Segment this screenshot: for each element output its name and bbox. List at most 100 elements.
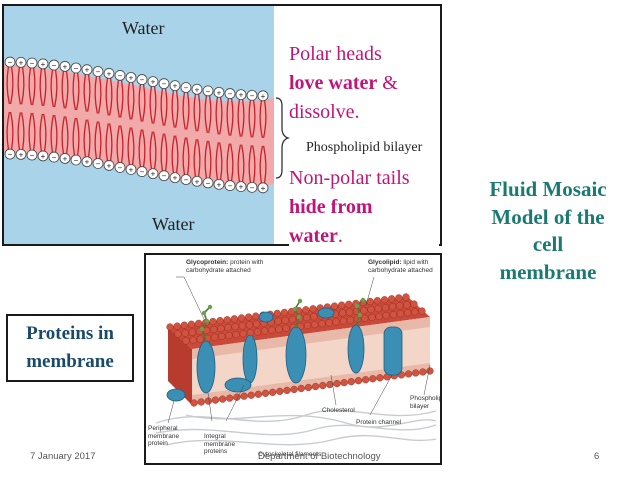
bilayer-brace bbox=[275, 97, 291, 179]
svg-text:−: − bbox=[140, 76, 145, 85]
svg-text:−: − bbox=[228, 182, 233, 191]
svg-text:+: + bbox=[151, 170, 156, 179]
svg-text:−: − bbox=[206, 87, 211, 96]
water-bold-text: water bbox=[289, 225, 338, 247]
title-line4: membrane bbox=[499, 259, 597, 284]
svg-text:+: + bbox=[151, 78, 156, 87]
svg-text:+: + bbox=[85, 158, 90, 167]
glycoprotein-label: Glycoprotein: protein with carbohydrate … bbox=[186, 259, 296, 274]
glycolipid-description: lipid with carbohydrate attached bbox=[368, 259, 433, 274]
svg-text:+: + bbox=[41, 60, 46, 69]
svg-text:−: − bbox=[184, 176, 189, 185]
footer-department: Department of Biotechnology bbox=[258, 451, 381, 462]
fluid-mosaic-illustration bbox=[155, 276, 437, 446]
title-line1: Fluid Mosaic bbox=[489, 177, 607, 201]
svg-text:−: − bbox=[30, 151, 35, 160]
svg-text:+: + bbox=[195, 85, 200, 94]
phospholipid-bilayer-label: Phospholipid bilayer bbox=[304, 140, 425, 156]
polar-heads-caption: Polar heads love water & dissolve. bbox=[289, 40, 439, 127]
ampersand: & bbox=[377, 72, 398, 94]
bilayer-figure: −−++−−++−−++−−++−−++−−++−−++−−++−−++−−++… bbox=[2, 4, 442, 251]
phospholipid-bilayer-illustration: −−++−−++−−++−−++−−++−−++−−++−−++−−++−−++… bbox=[4, 6, 291, 244]
protein-channel-label: Protein channel bbox=[356, 419, 402, 426]
svg-text:−: − bbox=[118, 163, 123, 172]
svg-text:−: − bbox=[30, 59, 35, 68]
period: . bbox=[337, 225, 343, 247]
svg-text:+: + bbox=[129, 73, 134, 82]
svg-text:−: − bbox=[206, 179, 211, 188]
lipid-heads-top bbox=[166, 293, 426, 345]
svg-text:−: − bbox=[8, 150, 13, 159]
svg-text:+: + bbox=[195, 177, 200, 186]
svg-text:+: + bbox=[217, 180, 222, 189]
water-bottom-label: Water bbox=[152, 214, 195, 234]
nonpolar-tails-caption: Non-polar tails hide from water. bbox=[289, 164, 439, 251]
glycolipid-term: Glycolipid: bbox=[368, 259, 402, 266]
glycoprotein-term: Glycoprotein: bbox=[186, 259, 229, 266]
integral-protein-4 bbox=[347, 324, 365, 374]
surface-protein-2 bbox=[258, 311, 274, 323]
svg-text:−: − bbox=[184, 84, 189, 93]
integral-protein-2 bbox=[242, 334, 258, 384]
svg-text:+: + bbox=[107, 161, 112, 170]
slide-title: Fluid Mosaic Model of the cell membrane bbox=[463, 176, 633, 286]
glycolipid-label: Glycolipid: lipid with carbohydrate atta… bbox=[368, 259, 436, 274]
carbohydrate-chain-3 bbox=[355, 299, 364, 326]
svg-text:−: − bbox=[162, 80, 167, 89]
cytoskeleton-label: Cytoskeletal filaments bbox=[258, 451, 322, 458]
svg-text:−: − bbox=[52, 61, 57, 70]
cholesterol-label: Cholesterol bbox=[322, 407, 355, 414]
svg-text:+: + bbox=[261, 184, 266, 193]
carbohydrate-chain-2 bbox=[294, 300, 301, 328]
nonpolar-tails bbox=[6, 66, 267, 183]
svg-text:−: − bbox=[250, 91, 255, 100]
glycoprotein-description: protein with carbohydrate attached bbox=[186, 259, 264, 274]
svg-text:+: + bbox=[129, 165, 134, 174]
peripheral-protein-1 bbox=[224, 377, 252, 393]
svg-text:−: − bbox=[52, 153, 57, 162]
svg-text:+: + bbox=[19, 150, 24, 159]
love-water-text: love water bbox=[289, 72, 378, 94]
proteins-label: Proteins in membrane bbox=[8, 320, 132, 376]
integral-protein-3 bbox=[285, 326, 307, 384]
svg-text:+: + bbox=[85, 66, 90, 75]
svg-text:−: − bbox=[228, 90, 233, 99]
polar-line2: love water & bbox=[289, 69, 439, 98]
svg-text:+: + bbox=[217, 88, 222, 97]
svg-text:+: + bbox=[239, 183, 244, 192]
svg-text:+: + bbox=[261, 92, 266, 101]
polar-heads: −−++−−++−−++−−++−−++−−++−−++−−++−−++−−++… bbox=[4, 56, 269, 194]
proteins-line1: Proteins in bbox=[26, 323, 114, 344]
proteins-label-box: Proteins in membrane bbox=[6, 314, 134, 382]
polar-line3: dissolve. bbox=[289, 101, 360, 123]
svg-text:+: + bbox=[173, 174, 178, 183]
nonpolar-line3: water. bbox=[289, 222, 439, 251]
svg-text:−: − bbox=[140, 168, 145, 177]
svg-text:+: + bbox=[63, 62, 68, 71]
peripheral-protein-label: Peripheral membrane protein bbox=[148, 425, 180, 447]
svg-text:−: − bbox=[8, 58, 13, 67]
svg-text:+: + bbox=[239, 91, 244, 100]
svg-text:−: − bbox=[74, 156, 79, 165]
svg-text:+: + bbox=[63, 154, 68, 163]
integral-proteins-label: Integral membrane proteins bbox=[204, 433, 236, 455]
proteins-line2: membrane bbox=[26, 351, 114, 372]
svg-text:−: − bbox=[74, 64, 79, 73]
surface-protein bbox=[317, 307, 335, 319]
footer-page-number: 6 bbox=[594, 451, 600, 462]
lipid-heads-bottom bbox=[190, 367, 434, 407]
title-line2: Model of the bbox=[491, 204, 605, 229]
svg-text:+: + bbox=[41, 152, 46, 161]
protein-channel bbox=[383, 326, 403, 376]
fluid-mosaic-figure: Glycoprotein: protein with carbohydrate … bbox=[144, 253, 442, 465]
svg-text:+: + bbox=[173, 82, 178, 91]
water-top-label: Water bbox=[122, 18, 165, 38]
svg-text:−: − bbox=[96, 159, 101, 168]
svg-text:−: − bbox=[96, 67, 101, 76]
title-line3: cell bbox=[532, 232, 564, 256]
peripheral-protein-2 bbox=[166, 388, 186, 402]
svg-text:+: + bbox=[19, 58, 24, 67]
hide-from-text: hide from bbox=[289, 196, 373, 218]
phospholipid-bilayer-small-label: Phospholipid bilayer bbox=[410, 395, 442, 410]
nonpolar-line1: Non-polar tails bbox=[289, 167, 410, 189]
